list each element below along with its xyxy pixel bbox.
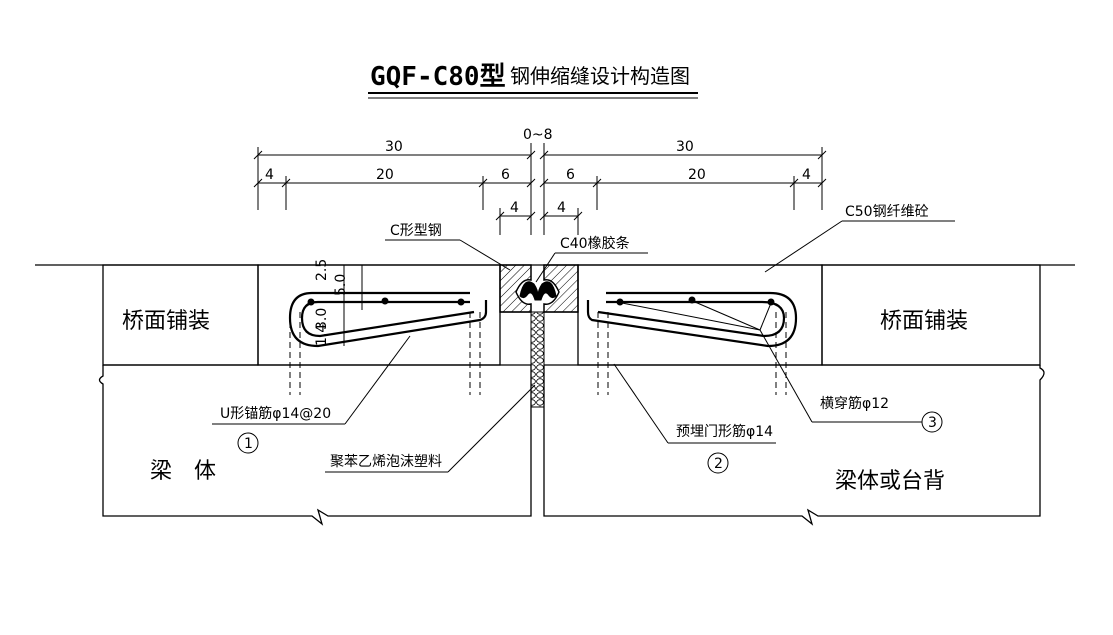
- callout-one: 1: [244, 436, 253, 452]
- label-rubber: C40橡胶条: [560, 235, 630, 252]
- dim-v-top: 2.5: [314, 259, 330, 281]
- dim-right-seg-2: 20: [688, 167, 706, 183]
- label-c-steel: C形型钢: [390, 223, 442, 239]
- dim-left-seg-2: 20: [376, 167, 394, 183]
- dimension-lines: 0~8 30 30 4 20 6 6 20 4: [253, 127, 827, 235]
- label-concrete: C50钢纤维砼: [845, 204, 929, 220]
- label-beam-left: 梁 体: [150, 459, 216, 484]
- dim-right-seg-1: 6: [566, 167, 575, 183]
- callout-three: 3: [928, 415, 937, 431]
- drawing-title: GQF-C80型 钢伸缩缝设计构造图: [368, 62, 698, 99]
- label-foam: 聚苯乙烯泡沫塑料: [330, 453, 442, 470]
- title-sub: 钢伸缩缝设计构造图: [510, 64, 690, 88]
- rebar-loops: [288, 291, 798, 395]
- beam-bodies: 梁 体 梁体或台背: [98, 364, 1045, 526]
- dim-v-mid: 5.0: [333, 274, 349, 296]
- dim-v-bot2: 3.0: [314, 308, 330, 330]
- label-deck-left: 桥面铺装: [122, 309, 210, 334]
- dim-left-seg-1: 4: [265, 167, 274, 183]
- label-beam-right: 梁体或台背: [835, 469, 945, 494]
- dim-small-left: 4: [510, 200, 519, 216]
- dim-v-bot: 1.4: [314, 324, 330, 346]
- label-embedded: 预埋门形筋φ14: [676, 423, 773, 440]
- dim-right-seg-3: 4: [802, 167, 811, 183]
- label-deck-right: 桥面铺装: [880, 309, 968, 334]
- rubber-strip: [519, 281, 557, 301]
- dim-gap: 0~8: [523, 127, 553, 143]
- label-u-anchor: U形锚筋φ14@20: [220, 405, 331, 422]
- foam-filler: [530, 311, 545, 408]
- vertical-dimensions: 2.5 5.0 1.4 3.0: [314, 259, 363, 346]
- annotations: C形型钢 C40橡胶条 C50钢纤维砼 U形锚筋φ14@20 1 聚苯乙烯泡沫塑…: [212, 204, 955, 474]
- c-steel-profiles: [499, 264, 579, 313]
- callout-two: 2: [714, 456, 723, 472]
- dim-small-right: 4: [557, 200, 566, 216]
- label-cross-bar: 横穿筋φ12: [820, 395, 889, 412]
- dim-left-seg-3: 6: [501, 167, 510, 183]
- dim-right-total: 30: [676, 139, 694, 155]
- title-main: GQF-C80型: [370, 62, 506, 92]
- dim-left-total: 30: [385, 139, 403, 155]
